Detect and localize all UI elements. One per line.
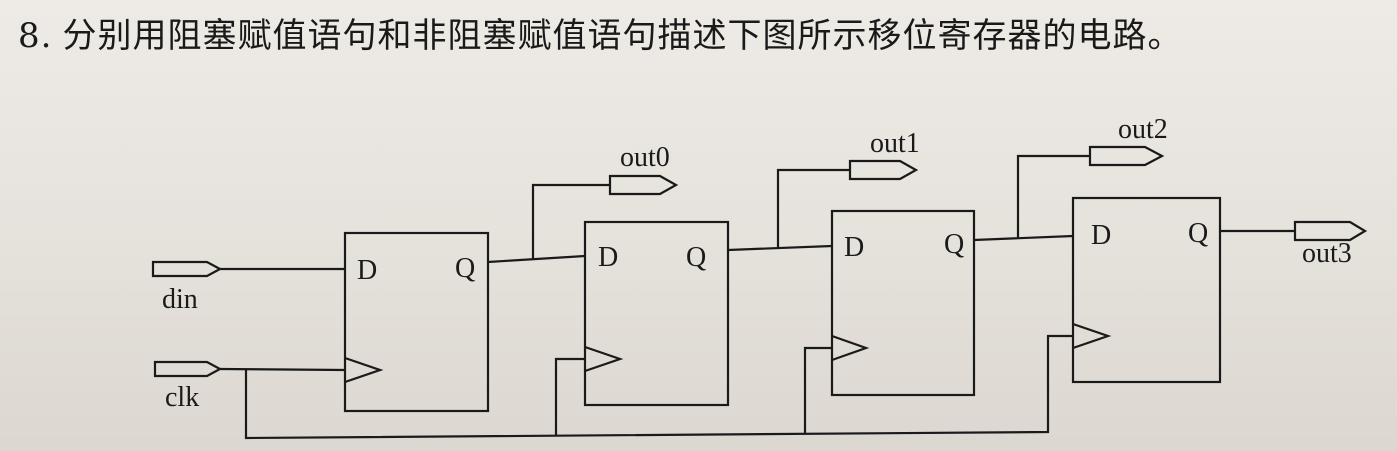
question-number: 8.: [18, 16, 53, 56]
din-label: din: [162, 284, 198, 315]
flipflop-0-d-label: D: [357, 255, 377, 286]
flipflop-0-clock-symbol: [344, 356, 384, 384]
out0-port: [608, 174, 679, 196]
flipflop-1-d-label: D: [598, 242, 618, 273]
clk-port: [153, 360, 223, 378]
out3-label: out3: [1302, 238, 1352, 269]
clk-label: clk: [165, 382, 199, 413]
flipflop-1-box: [583, 220, 730, 407]
ff2-q-to-ff3-d: [973, 234, 1074, 242]
flipflop-1-clock-symbol: [584, 345, 624, 373]
din-port: [151, 260, 223, 278]
question-text: 分别用阻塞赋值语句和非阻塞赋值语句描述下图所示移位寄存器的电路。: [62, 16, 1183, 56]
ff0-to-out0: [531, 183, 610, 259]
flipflop-0-box: [343, 231, 490, 413]
ff1-q-to-ff2-d: [727, 244, 833, 252]
out1-port: [848, 159, 919, 181]
flipflop-2-d-label: D: [844, 232, 864, 263]
ff1-to-out1: [776, 168, 850, 248]
clk-bus: [244, 334, 1073, 440]
flipflop-3-clock-symbol: [1072, 322, 1112, 350]
flipflop-2-q-label: Q: [944, 229, 964, 260]
out2-label: out2: [1118, 114, 1168, 145]
flipflop-3-q-label: Q: [1188, 218, 1208, 249]
ff0-q-to-ff1-d: [487, 254, 586, 264]
flipflop-2-box: [830, 209, 976, 397]
flipflop-0-q-label: Q: [455, 253, 475, 284]
out3-port: [1293, 220, 1368, 242]
flipflop-3-box: [1071, 196, 1222, 384]
clk-to-ff2: [803, 346, 832, 434]
flipflop-2-clock-symbol: [831, 334, 870, 362]
ff2-to-out2: [1016, 154, 1090, 238]
out2-port: [1088, 145, 1165, 167]
flipflop-1-q-label: Q: [686, 242, 706, 273]
out0-label: out0: [620, 142, 670, 173]
clk-to-ff0: [219, 367, 346, 372]
out1-label: out1: [870, 128, 920, 159]
question-text-block: 8.分别用阻塞赋值语句和非阻塞赋值语句描述下图所示移位寄存器的电路。: [18, 8, 1388, 57]
clk-to-ff1: [554, 357, 585, 436]
flipflop-3-d-label: D: [1091, 220, 1111, 251]
